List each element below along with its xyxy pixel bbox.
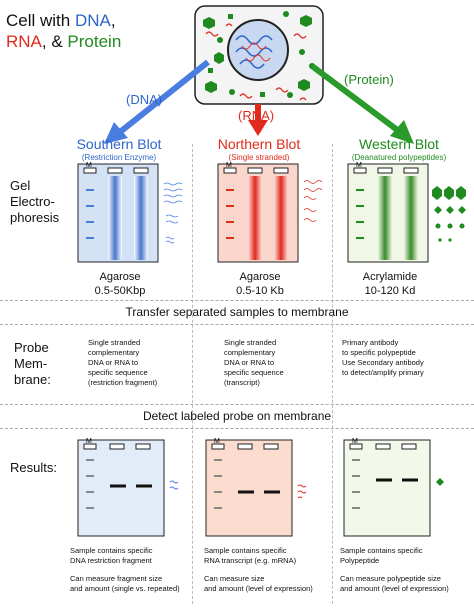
blot-title-western: Western Blot xyxy=(359,136,439,152)
gel-range: 0.5-50Kbp xyxy=(94,285,146,297)
lane-marker: M xyxy=(86,162,92,169)
probe-line: (restriction fragment) xyxy=(88,378,158,387)
arrow-label-dna: (DNA) xyxy=(126,92,163,107)
row-label-line: Gel xyxy=(10,178,31,193)
result-spacer xyxy=(70,566,194,574)
row-label-probe: Probe Mem- brane: xyxy=(14,340,51,388)
probe-text-southern: Single stranded complementary DNA or RNA… xyxy=(88,338,188,388)
probe-line: complementary xyxy=(88,348,140,357)
row-label-line: Electro- xyxy=(10,194,55,209)
title-comma: , xyxy=(110,11,116,30)
probe-line: specific sequence xyxy=(88,368,148,377)
probe-line: Single stranded xyxy=(88,338,141,347)
probe-line: to detect/amplify primary xyxy=(342,368,424,377)
gel-caption-western: Acrylamide 10-120 Kd xyxy=(330,270,450,298)
row-label-gel: Gel Electro- phoresis xyxy=(10,178,59,226)
row-label-results: Results: xyxy=(10,460,57,475)
blot-subtitle-southern: (Restriction Enzyme) xyxy=(81,153,157,162)
lane-marker: M xyxy=(352,438,358,445)
lane-marker: M xyxy=(226,162,232,169)
gel-caption-northern: Agarose 0.5-10 Kb xyxy=(200,270,320,298)
result-spacer xyxy=(204,566,330,574)
probe-line: complementary xyxy=(224,348,276,357)
membrane-southern: M xyxy=(77,438,179,537)
probe-text-northern: Single stranded complementary DNA or RNA… xyxy=(224,338,324,388)
probe-line: Primary antibody xyxy=(342,338,399,347)
result-line: Sample contains specific xyxy=(340,546,423,555)
lane-marker: M xyxy=(214,438,220,445)
lane-marker: M xyxy=(86,438,92,445)
result-line: Polypeptide xyxy=(340,556,380,565)
result-text-western: Sample contains specific Polypeptide Can… xyxy=(340,546,472,594)
result-line: RNA transcript (e.g. mRNA) xyxy=(204,556,297,565)
column-divider xyxy=(192,144,193,604)
probe-line: specific sequence xyxy=(224,368,284,377)
probe-line: Use Secondary antibody xyxy=(342,358,424,367)
title-amp: , & xyxy=(41,32,68,51)
gel-type: Agarose xyxy=(99,271,141,283)
lane-marker: M xyxy=(356,162,362,169)
result-line: and amount (level of expression) xyxy=(204,584,313,593)
gel-type: Agarose xyxy=(239,271,281,283)
membrane-western: M xyxy=(343,438,444,537)
gel-southern: M xyxy=(77,162,183,263)
column-divider xyxy=(332,144,333,604)
result-text-southern: Sample contains specific DNA restriction… xyxy=(70,546,194,594)
blot-title-northern: Northern Blot xyxy=(217,136,301,152)
title-protein: Protein xyxy=(67,32,122,51)
probe-line: Single stranded xyxy=(224,338,277,347)
row-label-line: brane: xyxy=(14,372,51,387)
row-label-line: Probe xyxy=(14,340,49,355)
result-line: and amount (single vs. repeated) xyxy=(70,584,180,593)
gel-range: 10-120 Kd xyxy=(364,285,416,297)
cell-illustration xyxy=(104,5,414,144)
membrane-northern: M xyxy=(205,438,307,537)
title-cell-prefix: Cell with xyxy=(6,11,75,30)
result-line: and amount (level of expression) xyxy=(340,584,449,593)
blot-subtitle-northern: (Single stranded) xyxy=(228,153,290,162)
section-header-transfer: Transfer separated samples to membrane xyxy=(125,305,349,319)
section-divider xyxy=(0,300,474,301)
probe-line: (transcript) xyxy=(224,378,260,387)
probe-line: DNA or RNA to xyxy=(224,358,275,367)
probe-line: to specific polypeptide xyxy=(342,348,416,357)
section-divider xyxy=(0,324,474,325)
row-label-line: phoresis xyxy=(10,210,60,225)
gel-range: 0.5-10 Kb xyxy=(236,285,284,297)
section-header-detect: Detect labeled probe on membrane xyxy=(142,409,332,423)
result-line: Can measure size xyxy=(204,574,265,583)
blot-title-southern: Southern Blot xyxy=(76,136,162,152)
probe-text-western: Primary antibody to specific polypeptide… xyxy=(342,338,470,378)
title-rna: RNA xyxy=(6,32,42,51)
page-title: Cell with DNA, RNA, & Protein xyxy=(6,10,121,52)
result-line: Can measure fragment size xyxy=(70,574,163,583)
result-line: DNA restriction fragment xyxy=(70,556,152,565)
probe-line: DNA or RNA to xyxy=(88,358,139,367)
gel-type: Acrylamide xyxy=(362,271,418,283)
result-spacer xyxy=(340,566,472,574)
result-line: Can measure polypeptide size xyxy=(340,574,441,583)
section-divider xyxy=(0,428,474,429)
gel-caption-southern: Agarose 0.5-50Kbp xyxy=(60,270,180,298)
gel-western: M xyxy=(347,162,466,263)
result-text-northern: Sample contains specific RNA transcript … xyxy=(204,546,330,594)
result-line: Sample contains specific xyxy=(204,546,287,555)
row-label-line: Mem- xyxy=(14,356,48,371)
arrow-label-rna: (RNA) xyxy=(238,108,275,123)
blot-subtitle-western: (Deanatured polypeptides) xyxy=(351,153,447,162)
title-dna: DNA xyxy=(74,11,111,30)
arrow-label-protein: (Protein) xyxy=(344,72,394,87)
section-divider xyxy=(0,404,474,405)
gel-northern: M xyxy=(217,162,323,263)
result-line: Sample contains specific xyxy=(70,546,153,555)
